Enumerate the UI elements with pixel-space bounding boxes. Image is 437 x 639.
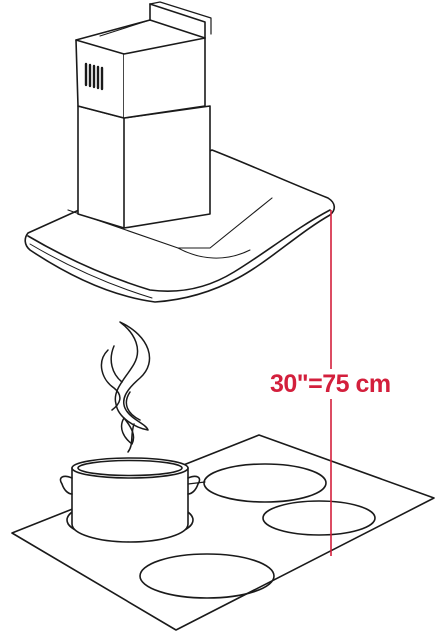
steam-icon <box>100 321 151 453</box>
clearance-measurement-label: 30"=75 cm <box>268 369 393 399</box>
hood-chimney-lower <box>77 105 211 229</box>
hood-glass-canopy <box>24 149 336 303</box>
hood-vent-grille <box>84 62 104 91</box>
burner-front-left <box>139 553 275 599</box>
burner-back-right <box>203 463 327 503</box>
burner-front-right <box>262 500 376 536</box>
cooking-pot-icon <box>59 457 206 543</box>
range-hood-icon <box>24 1 336 303</box>
hood-chimney-upper <box>75 1 212 119</box>
